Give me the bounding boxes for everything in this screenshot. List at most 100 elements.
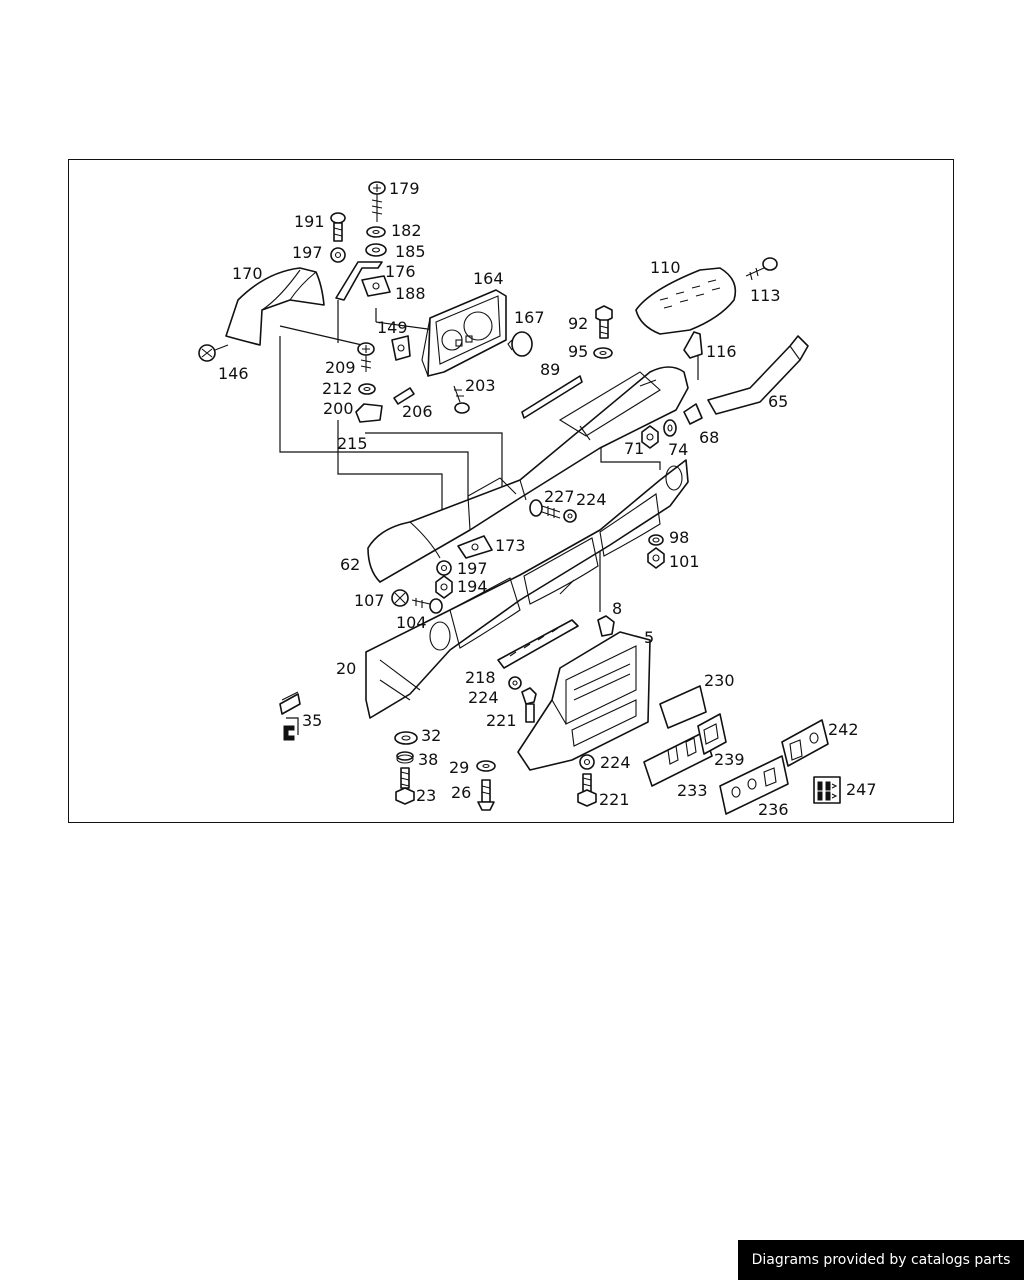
washer-224-lower	[508, 676, 522, 690]
clip-200	[355, 403, 383, 423]
bolt-221-mid	[521, 687, 537, 723]
washer-224-bottom	[579, 754, 595, 770]
nut-71	[641, 425, 659, 449]
clip-176	[335, 261, 383, 301]
clip-149	[391, 335, 411, 361]
nut-101	[647, 547, 665, 569]
part-label: 92	[568, 314, 588, 333]
switch-plate-236	[719, 755, 789, 815]
instrument-frame-164	[421, 289, 507, 377]
spring-98	[648, 534, 664, 546]
part-label: 38	[418, 750, 438, 769]
washer-185	[365, 243, 387, 257]
part-label: 212	[322, 379, 353, 398]
center-console-5	[517, 631, 651, 771]
end-cover-170	[225, 267, 325, 346]
screw-209	[357, 342, 375, 372]
switch-plate-233	[643, 731, 713, 787]
part-label: 68	[699, 428, 719, 447]
part-label: 182	[391, 221, 422, 240]
screw-104	[411, 598, 443, 614]
handle-end-68	[683, 403, 703, 425]
bolt-23	[395, 767, 415, 805]
bolt-92	[595, 305, 613, 339]
part-label: 203	[465, 376, 496, 395]
part-label: 224	[468, 688, 499, 707]
part-label: 20	[336, 659, 356, 678]
part-labels: 179 191 182 185 197 176 188 170 164 110 …	[218, 179, 877, 819]
part-label: 221	[599, 790, 630, 809]
screw-113	[745, 257, 778, 281]
label-230	[659, 685, 707, 729]
bracket-218	[497, 619, 579, 669]
part-label: 209	[325, 358, 356, 377]
bushing-8	[597, 615, 615, 637]
part-label: 227	[544, 487, 575, 506]
screw-191	[330, 212, 346, 242]
part-label: 101	[669, 552, 700, 571]
part-label: 110	[650, 258, 681, 277]
dashboard-lower-20	[365, 459, 689, 719]
spring-38	[396, 751, 414, 764]
washer-95	[593, 347, 613, 359]
washer-182	[366, 226, 386, 238]
part-label: 26	[451, 783, 471, 802]
part-label: 179	[389, 179, 420, 198]
part-label: 116	[706, 342, 737, 361]
part-label: 65	[768, 392, 788, 411]
cap-167	[507, 331, 533, 357]
washer-197-mid	[436, 560, 452, 576]
part-label: 239	[714, 750, 745, 769]
dashboard-upper-62	[367, 366, 689, 583]
grommet-107	[391, 589, 409, 607]
washer-197-top	[330, 247, 346, 263]
grab-handle-65	[707, 335, 809, 415]
pin-206	[393, 387, 415, 405]
part-label: 170	[232, 264, 263, 283]
part-label: 236	[758, 800, 789, 819]
part-label: 32	[421, 726, 441, 745]
part-label: 173	[495, 536, 526, 555]
part-label: 176	[385, 262, 416, 281]
part-label: 62	[340, 555, 360, 574]
switch-symbol-247	[813, 776, 841, 804]
part-label: 230	[704, 671, 735, 690]
grille-cover-110	[635, 267, 737, 335]
part-label: 224	[600, 753, 631, 772]
part-label: 194	[457, 577, 488, 596]
part-label: 146	[218, 364, 249, 383]
part-label: 191	[294, 212, 325, 231]
switch-239	[697, 713, 727, 755]
part-label: 29	[449, 758, 469, 777]
part-label: 218	[465, 668, 496, 687]
part-label: 242	[828, 720, 859, 739]
screw-179	[368, 181, 386, 222]
washer-74	[663, 419, 677, 437]
part-label: 74	[668, 440, 688, 459]
part-label: 107	[354, 591, 385, 610]
part-label: 197	[292, 243, 323, 262]
part-label: 23	[416, 786, 436, 805]
screw-203	[453, 385, 470, 414]
part-label: 247	[846, 780, 877, 799]
washer-29	[476, 760, 496, 772]
screw-146	[198, 344, 229, 362]
screw-26	[477, 779, 495, 811]
part-label: 197	[457, 559, 488, 578]
nut-194	[435, 575, 453, 599]
trim-strip-89	[521, 375, 583, 419]
part-label: 95	[568, 342, 588, 361]
part-label: 224	[576, 490, 607, 509]
bolt-221-bottom	[577, 773, 597, 807]
part-label: 149	[377, 318, 408, 337]
part-label: 221	[486, 711, 517, 730]
clip-173	[457, 535, 493, 559]
part-label: 98	[669, 528, 689, 547]
switch-plate-242	[781, 719, 829, 767]
part-label: 5	[644, 628, 654, 647]
part-label: 167	[514, 308, 545, 327]
washer-32	[394, 731, 418, 745]
part-label: 71	[624, 439, 644, 458]
part-label: 185	[395, 242, 426, 261]
washer-224-mid	[563, 509, 577, 523]
